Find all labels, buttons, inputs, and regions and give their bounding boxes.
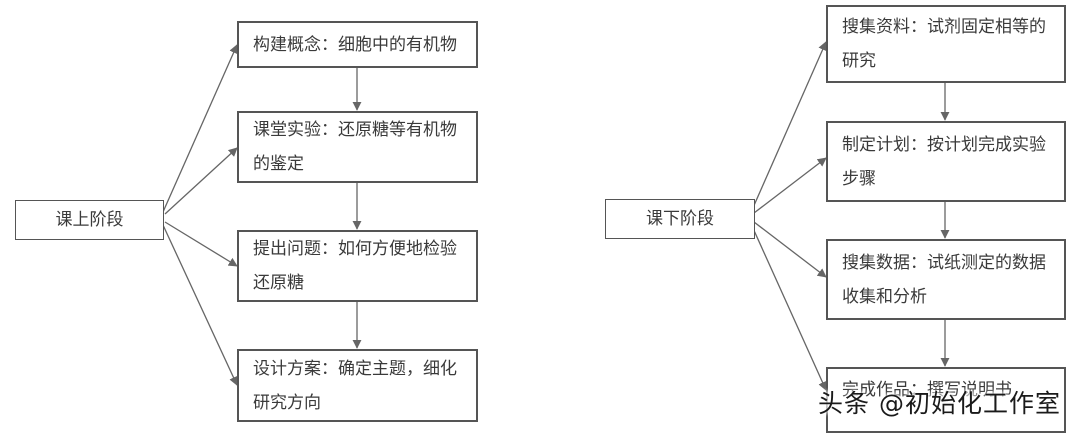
step-raise-question-label: 提出问题：如何方便地检验还原糖 bbox=[253, 239, 457, 293]
step-class-experiment: 课堂实验：还原糖等有机物的鉴定 bbox=[237, 111, 478, 183]
step-build-concept-label: 构建概念：细胞中的有机物 bbox=[253, 34, 457, 55]
step-make-plan: 制定计划：按计划完成实验步骤 bbox=[826, 121, 1066, 202]
connector-left-1 bbox=[162, 44, 238, 213]
stage-after-class-label: 课下阶段 bbox=[646, 209, 714, 229]
connector-right-2 bbox=[753, 157, 827, 214]
connector-right-4 bbox=[751, 225, 827, 391]
connector-left-4 bbox=[162, 224, 238, 386]
step-make-plan-label: 制定计划：按计划完成实验步骤 bbox=[842, 134, 1046, 189]
step-collect-data-label: 搜集数据：试纸测定的数据收集和分析 bbox=[842, 252, 1046, 307]
step-collect-data: 搜集数据：试纸测定的数据收集和分析 bbox=[826, 239, 1066, 320]
step-design-plan: 设计方案：确定主题，细化研究方向 bbox=[237, 349, 478, 422]
connector-left-3 bbox=[164, 221, 238, 267]
watermark-text: 头条 @初始化工作室 bbox=[818, 389, 1061, 418]
stage-in-class: 课上阶段 bbox=[15, 200, 164, 240]
stage-after-class: 课下阶段 bbox=[605, 199, 755, 239]
step-collect-materials: 搜集资料：试剂固定相等的研究 bbox=[826, 5, 1066, 83]
connector-left-2 bbox=[164, 147, 238, 215]
connector-right-3 bbox=[753, 221, 827, 278]
step-complete-work-label: 完成作品：撰写说明书 bbox=[842, 380, 1012, 400]
step-collect-materials-label: 搜集资料：试剂固定相等的研究 bbox=[842, 17, 1046, 71]
stage-in-class-label: 课上阶段 bbox=[55, 210, 124, 230]
step-raise-question: 提出问题：如何方便地检验还原糖 bbox=[237, 230, 478, 302]
step-design-plan-label: 设计方案：确定主题，细化研究方向 bbox=[253, 358, 457, 413]
step-class-experiment-label: 课堂实验：还原糖等有机物的鉴定 bbox=[253, 120, 457, 174]
step-complete-work: 完成作品：撰写说明书 bbox=[826, 367, 1066, 433]
connector-right-1 bbox=[751, 41, 827, 211]
step-build-concept: 构建概念：细胞中的有机物 bbox=[237, 21, 478, 68]
